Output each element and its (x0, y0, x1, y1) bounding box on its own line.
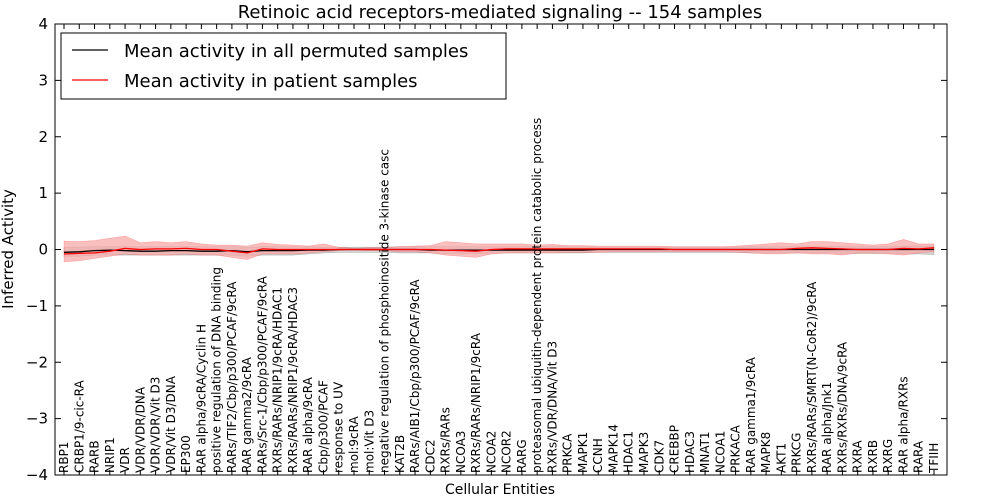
legend-box (60, 32, 507, 100)
line-series-1 (63, 247, 935, 255)
y-tick-label: −3 (26, 410, 48, 428)
y-tick-label: 1 (38, 184, 48, 202)
y-tick-label: 4 (38, 15, 48, 33)
x-tick-label: RARA (912, 440, 926, 473)
x-tick-label: PRKCA (561, 433, 575, 473)
x-tick-label: positive regulation of DNA binding (210, 267, 224, 473)
x-tick-label: RAR gamma2/9cRA (240, 356, 254, 473)
legend: Mean activity in all permuted samples Me… (60, 32, 507, 100)
x-tick-label: RAR alpha/9cRA/Cyclin H (194, 324, 208, 473)
x-tick-label: RARG (515, 439, 529, 473)
y-tick-label: 0 (38, 241, 48, 259)
x-tick-label: proteasomal ubiquitin-dependent protein … (530, 118, 544, 473)
x-tick-label: HDAC1 (622, 431, 636, 473)
x-tick-label: VDR (118, 447, 132, 473)
chart-title: Retinoic acid receptors-mediated signali… (238, 2, 763, 23)
x-tick-label: mol:Vit D3 (362, 410, 376, 473)
x-tick-label: RBP1 (57, 442, 71, 473)
x-tick-label: RXRA (851, 440, 865, 473)
x-tick-label: RXRs/VDR/DNA/Vit D3 (545, 341, 559, 473)
x-tick-label: Cbp/p300/PCAF (317, 380, 331, 473)
x-tick-label: EP300 (179, 435, 193, 473)
x-tick-label: RARB (88, 440, 102, 473)
x-tick-label: RXRG (881, 439, 895, 473)
x-tick-label: CDK7 (652, 440, 666, 473)
y-tick-label: 2 (38, 128, 48, 146)
x-tick-label: PRKCG (790, 433, 804, 473)
y-tick-labels: 4 3 2 1 0 −1 −2 −3 −4 (26, 15, 48, 484)
x-tick-label: mol:9cRA (347, 416, 361, 473)
x-tick-label: TFIIH (927, 443, 941, 474)
x-tick-label: VDR/VDR/Vit D3 (149, 377, 163, 473)
x-tick-label: NCOA1 (713, 431, 727, 473)
x-tick-label: AKT1 (774, 443, 788, 473)
x-tick-label: CRBP1/9-cic-RA (72, 379, 86, 473)
x-tick-label: RARs/AIB1/Cbp/p300/PCAF/9cRA (408, 279, 422, 473)
legend-label-patient: Mean activity in patient samples (124, 71, 418, 92)
x-tick-label: RARs/TIF2/Cbp/p300/PCAF/9cRA (225, 281, 239, 473)
x-tick-label: NCOA2 (484, 431, 498, 473)
x-tick-label: NCOA3 (454, 431, 468, 473)
legend-label-permuted: Mean activity in all permuted samples (124, 41, 468, 62)
x-tick-label: MAPK8 (759, 432, 773, 473)
x-tick-label: MNAT1 (698, 431, 712, 473)
x-tick-label: CDC2 (423, 439, 437, 473)
x-tick-label: RXRs/RARs (439, 407, 453, 473)
x-tick-label: MAPK14 (607, 424, 621, 473)
y-tick-label: −2 (26, 353, 48, 371)
x-tick-label: negative regulation of phosphoinositide … (378, 149, 392, 473)
x-tick-label: RXRs/RARs/NRIP1/9cRA/HDAC3 (286, 287, 300, 473)
x-tick-label: RAR alpha/Jnk1 (820, 382, 834, 473)
x-tick-label: RXRs/RARs/NRIP1/9cRA/HDAC1 (271, 287, 285, 473)
x-tick-label: RXRs/RARs/NRIP1/9cRA (469, 332, 483, 473)
y-axis-label: Inferred Activity (0, 189, 17, 309)
x-tick-label: CREBBP (668, 425, 682, 473)
x-tick-label: NCOR2 (500, 430, 514, 473)
y-tick-label: 3 (38, 71, 48, 89)
x-tick-label: RXRs/RARs/SMRT(N-CoR2)/9cRA (805, 281, 819, 473)
x-tick-label: response to UV (332, 381, 346, 473)
x-tick-label: RARs/Src-1/Cbp/p300/PCAF/9cRA (255, 275, 269, 473)
y-tick-label: −1 (26, 297, 48, 315)
x-tick-label: RXRB (866, 440, 880, 473)
x-tick-label: RAR alpha/9cRA (301, 376, 315, 473)
x-tick-label: RAR alpha/RXRs (897, 376, 911, 473)
x-tick-label: MAPK3 (637, 432, 651, 473)
x-tick-label: MAPK1 (576, 432, 590, 473)
x-tick-label: CCNH (591, 438, 605, 473)
x-tick-label: NRIP1 (103, 437, 117, 473)
series-lines (63, 247, 935, 255)
x-tick-label: RAR gamma1/9cRA (744, 356, 758, 473)
x-tick-label: PRKACA (729, 424, 743, 473)
x-axis-label: Cellular Entities (445, 482, 555, 498)
y-tick-label: −4 (26, 466, 48, 484)
x-tick-label: HDAC3 (683, 431, 697, 473)
x-tick-label: KAT2B (393, 435, 407, 473)
x-tick-label: VDR/Vit D3/DNA (164, 375, 178, 473)
plot-frame (54, 23, 948, 476)
x-tick-label: VDR/VDR/DNA (133, 386, 147, 473)
x-tick-label: RXRs/RXRs/DNA/9cRA (835, 341, 849, 473)
